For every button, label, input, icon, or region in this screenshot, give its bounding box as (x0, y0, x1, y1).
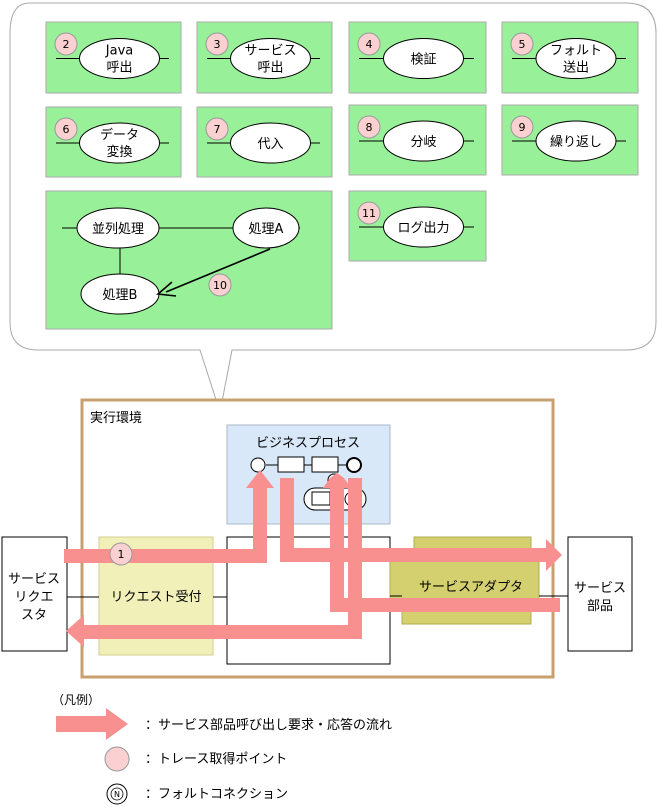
trace-point-8 (357, 115, 381, 139)
activity-label: 分岐 (410, 135, 436, 150)
activity-box-2 (311, 456, 339, 473)
activity-node (383, 206, 464, 248)
activity-panel-11: 11 ログ出力 (348, 190, 487, 262)
service-part-line1: サービス (574, 581, 626, 596)
parallel-processing-panel: 並列処理 処理A 処理B 10 (45, 190, 333, 330)
activity-label-line2: 送出 (563, 61, 589, 76)
end-node (346, 457, 362, 473)
flow-arrows (64, 470, 562, 647)
activity-node (79, 122, 160, 164)
legend-flow-text: ：サービス部品呼び出し要求・応答の流れ (145, 717, 392, 733)
activity-label-line2: 呼出 (106, 61, 132, 76)
flow-response-to-requester (66, 478, 362, 647)
trace-point-9 (510, 115, 534, 139)
activity-node (535, 120, 617, 162)
requester-line1: サービス (8, 572, 60, 587)
legend-fault-text: ：フォルトコネクション (145, 787, 288, 802)
activity-node (383, 120, 464, 162)
trace-point-11 (357, 201, 381, 225)
activity-node (383, 38, 464, 79)
activity-panel-2: 2 Java 呼出 (45, 21, 182, 94)
service-part: サービス 部品 (567, 536, 633, 652)
trace-point-6 (54, 117, 78, 141)
flow-arrow-a-to-b (165, 248, 271, 293)
trace-point-number: 3 (214, 38, 221, 51)
flow-request-to-process (64, 470, 274, 563)
activity-panel-4: 4 検証 (348, 21, 487, 94)
activity-node (230, 122, 311, 164)
trace-point-number: 2 (63, 38, 70, 51)
trace-point-3 (205, 32, 229, 56)
activity-node (535, 38, 617, 79)
trace-point-1-number: 1 (118, 548, 125, 561)
requester-line3: スタ (21, 608, 47, 623)
service-part-line2: 部品 (587, 599, 613, 614)
activity-panel-7: 7 代入 (196, 106, 333, 178)
trace-point-number: 5 (519, 38, 526, 51)
service-adapter-label: サービスアダプタ (419, 580, 523, 595)
activity-label-line1: Java (105, 44, 133, 59)
service-requester: サービス リクエ スタ (1, 536, 68, 652)
legend-fault-symbol: N (114, 790, 120, 799)
process-a-node (232, 207, 300, 249)
trace-point-10 (208, 273, 232, 297)
flow-process-to-service (280, 478, 562, 571)
business-process-label: ビジネスプロセス (256, 436, 360, 451)
business-process: ビジネスプロセス (226, 424, 391, 525)
trace-point-number: 8 (366, 121, 373, 134)
flow-service-response (323, 473, 560, 612)
activity-panel-8: 8 分岐 (348, 104, 487, 176)
trace-point-number: 6 (63, 123, 70, 136)
activity-box-1 (277, 456, 305, 473)
trace-point-7 (205, 117, 229, 141)
trace-point-1: 1 (109, 542, 133, 566)
request-receiver-label: リクエスト受付 (110, 590, 201, 605)
activity-label-line1: サービス (244, 44, 296, 59)
activity-label-line1: データ (100, 127, 139, 143)
arrowhead-icon (156, 281, 177, 297)
activity-label: 検証 (410, 53, 436, 68)
process-a-label: 処理A (249, 222, 284, 237)
activity-label: 代入 (257, 137, 283, 152)
requester-line2: リクエ (14, 590, 53, 605)
trace-point-number: 7 (214, 123, 221, 136)
activity-node (230, 38, 311, 79)
legend-flow-arrow-icon (56, 708, 128, 740)
trace-point-number: 11 (362, 207, 376, 220)
activity-label: 繰り返し (550, 135, 602, 150)
legend-title: （凡例） (52, 693, 100, 707)
trace-point-number: 4 (366, 38, 373, 51)
activity-label: ログ出力 (397, 221, 449, 236)
process-b-label: 処理B (103, 288, 138, 303)
parallel-label: 並列処理 (92, 222, 144, 237)
activity-label-line2: 変換 (106, 144, 132, 160)
trace-point-4 (357, 32, 381, 56)
trace-point-10-number: 10 (213, 279, 227, 292)
trace-point-5 (510, 32, 534, 56)
parallel-node (76, 207, 160, 249)
trace-point-2 (54, 32, 78, 56)
activity-node (79, 38, 160, 79)
legend-trace-circle-icon (104, 746, 130, 772)
start-node (250, 457, 266, 473)
trace-point-number: 9 (519, 121, 526, 134)
legend: （凡例） ：サービス部品呼び出し要求・応答の流れ ：トレース取得ポイント N ：… (52, 693, 392, 805)
legend-trace-text: ：トレース取得ポイント (145, 751, 287, 767)
activity-label-line1: フォルト (550, 44, 602, 59)
activity-panel-9: 9 繰り返し (501, 104, 639, 176)
runtime-title: 実行環境 (90, 410, 142, 426)
activity-label-line2: 呼出 (257, 61, 283, 76)
